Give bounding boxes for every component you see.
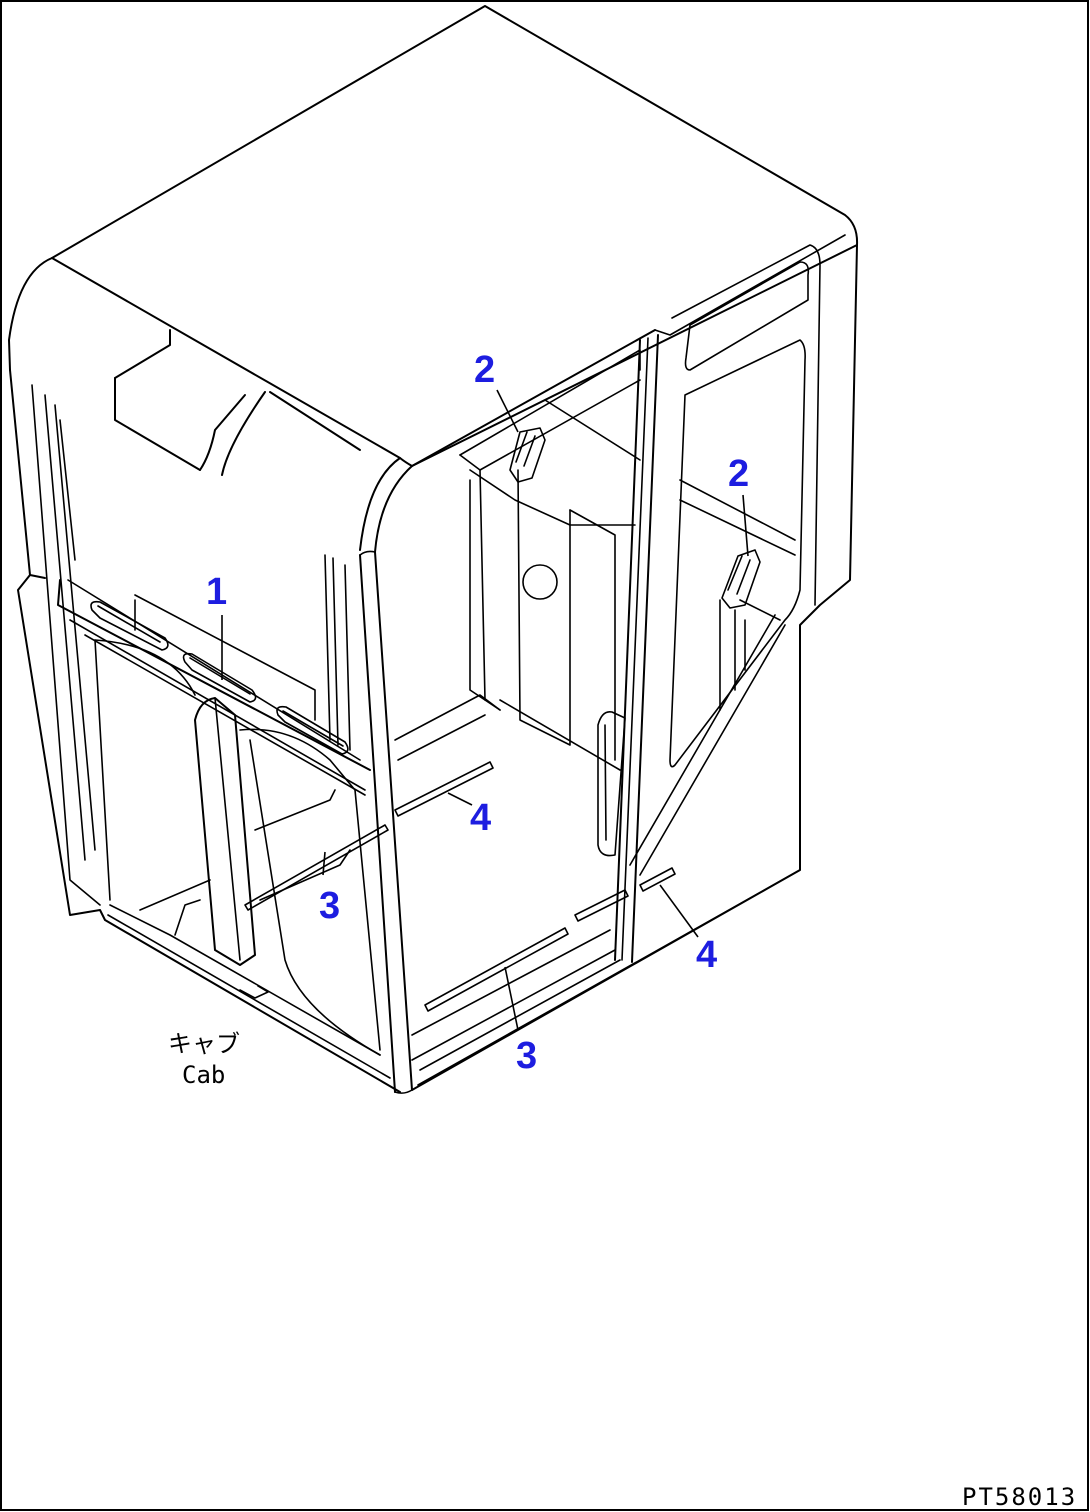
callout-2-side: 2 [728, 453, 749, 495]
part-2-brackets [509, 427, 761, 609]
callout-labels: 1 2 2 3 3 4 4 [206, 349, 749, 1077]
callout-4-left: 4 [470, 797, 491, 839]
cab-body [8, 5, 859, 1094]
part-3-4-floor-strips [244, 761, 676, 1012]
callout-4-right: 4 [696, 934, 717, 976]
leader-lines [221, 389, 749, 1031]
callout-3-front: 3 [516, 1035, 537, 1077]
caption-jp: キャブ [168, 1030, 240, 1058]
callout-2-front: 2 [474, 349, 495, 391]
callout-1: 1 [206, 571, 227, 613]
callout-3-left: 3 [319, 885, 340, 927]
part-1-grab-bars [90, 600, 349, 755]
caption-en: Cab [182, 1061, 225, 1089]
drawing-id: PT58013 [962, 1483, 1077, 1511]
